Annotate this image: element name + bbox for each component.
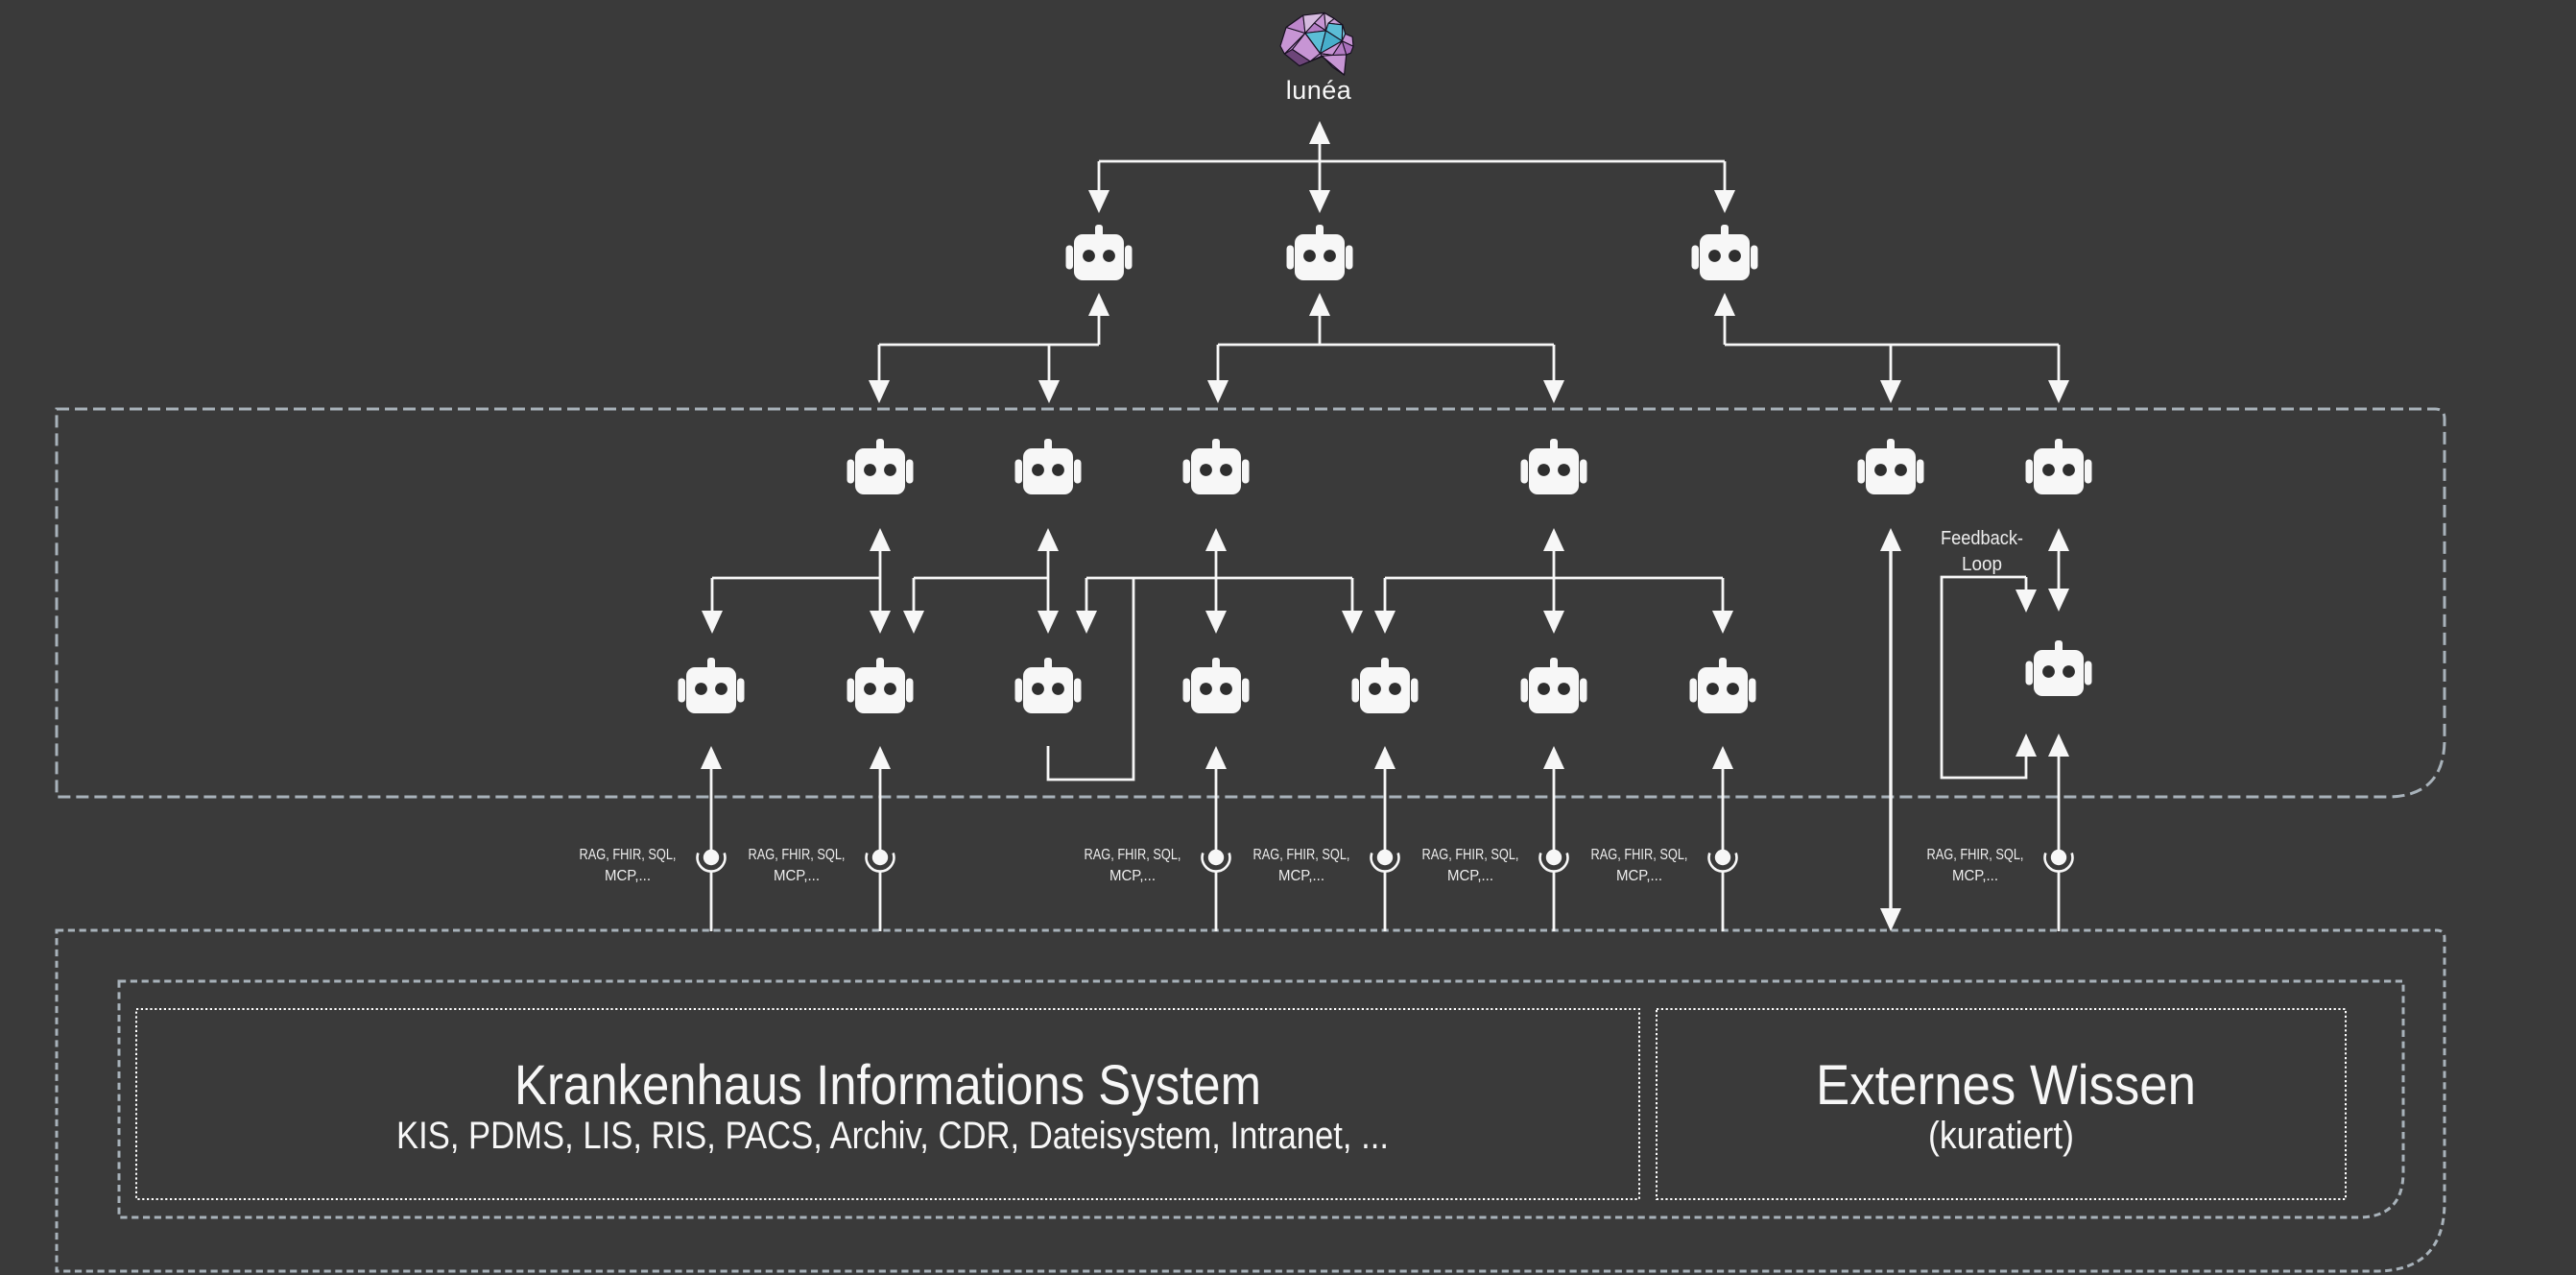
svg-text:RAG, FHIR, SQL,: RAG, FHIR, SQL,: [1085, 847, 1181, 863]
svg-text:Externes Wissen: Externes Wissen: [1816, 1054, 2196, 1117]
svg-text:MCP,...: MCP,...: [1109, 868, 1156, 884]
svg-text:RAG, FHIR, SQL,: RAG, FHIR, SQL,: [1927, 847, 2024, 863]
svg-text:RAG, FHIR, SQL,: RAG, FHIR, SQL,: [580, 847, 677, 863]
svg-text:(kuratiert): (kuratiert): [1928, 1115, 2074, 1157]
svg-text:MCP,...: MCP,...: [1447, 868, 1493, 884]
svg-text:RAG, FHIR, SQL,: RAG, FHIR, SQL,: [1422, 847, 1519, 863]
svg-text:MCP,...: MCP,...: [605, 868, 651, 884]
svg-text:MCP,...: MCP,...: [1278, 868, 1324, 884]
svg-text:RAG, FHIR, SQL,: RAG, FHIR, SQL,: [1253, 847, 1350, 863]
svg-text:Krankenhaus Informations Syste: Krankenhaus Informations System: [514, 1054, 1261, 1117]
svg-text:MCP,...: MCP,...: [1952, 868, 1998, 884]
svg-text:lunéa: lunéa: [1286, 76, 1352, 105]
svg-text:KIS, PDMS, LIS, RIS, PACS, Arc: KIS, PDMS, LIS, RIS, PACS, Archiv, CDR, …: [396, 1115, 1389, 1157]
svg-text:RAG, FHIR, SQL,: RAG, FHIR, SQL,: [1591, 847, 1688, 863]
svg-text:MCP,...: MCP,...: [1616, 868, 1662, 884]
svg-text:Loop: Loop: [1962, 554, 2002, 575]
svg-text:MCP,...: MCP,...: [774, 868, 820, 884]
svg-text:RAG, FHIR, SQL,: RAG, FHIR, SQL,: [749, 847, 846, 863]
svg-text:Feedback-: Feedback-: [1941, 528, 2023, 549]
